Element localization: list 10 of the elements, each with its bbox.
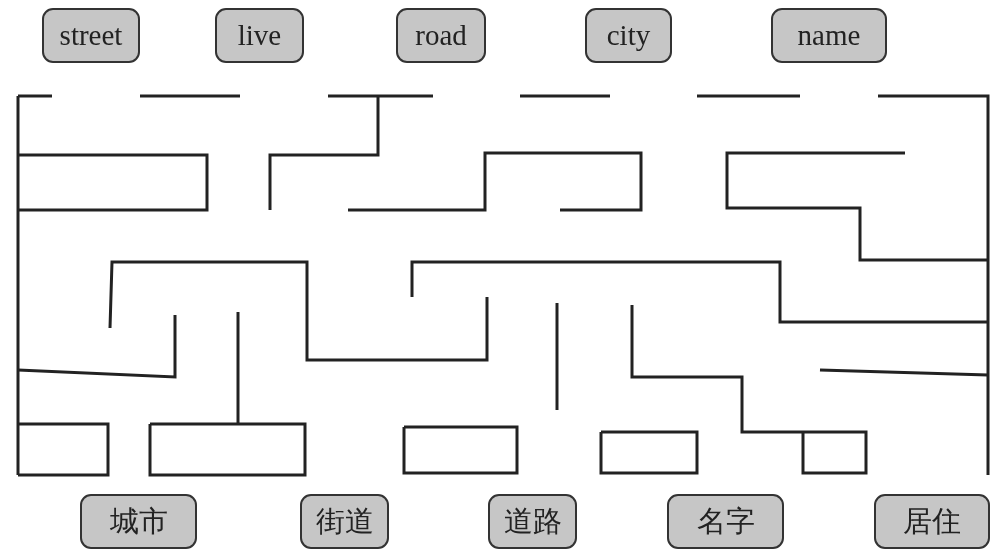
word-card: 名字: [667, 494, 784, 549]
word-card: 居住: [874, 494, 990, 549]
word-card: street: [42, 8, 140, 63]
word-card: name: [771, 8, 887, 63]
word-card: 城市: [80, 494, 197, 549]
word-card: road: [396, 8, 486, 63]
word-card: live: [215, 8, 304, 63]
word-card: 街道: [300, 494, 389, 549]
word-card: city: [585, 8, 672, 63]
word-card: 道路: [488, 494, 577, 549]
